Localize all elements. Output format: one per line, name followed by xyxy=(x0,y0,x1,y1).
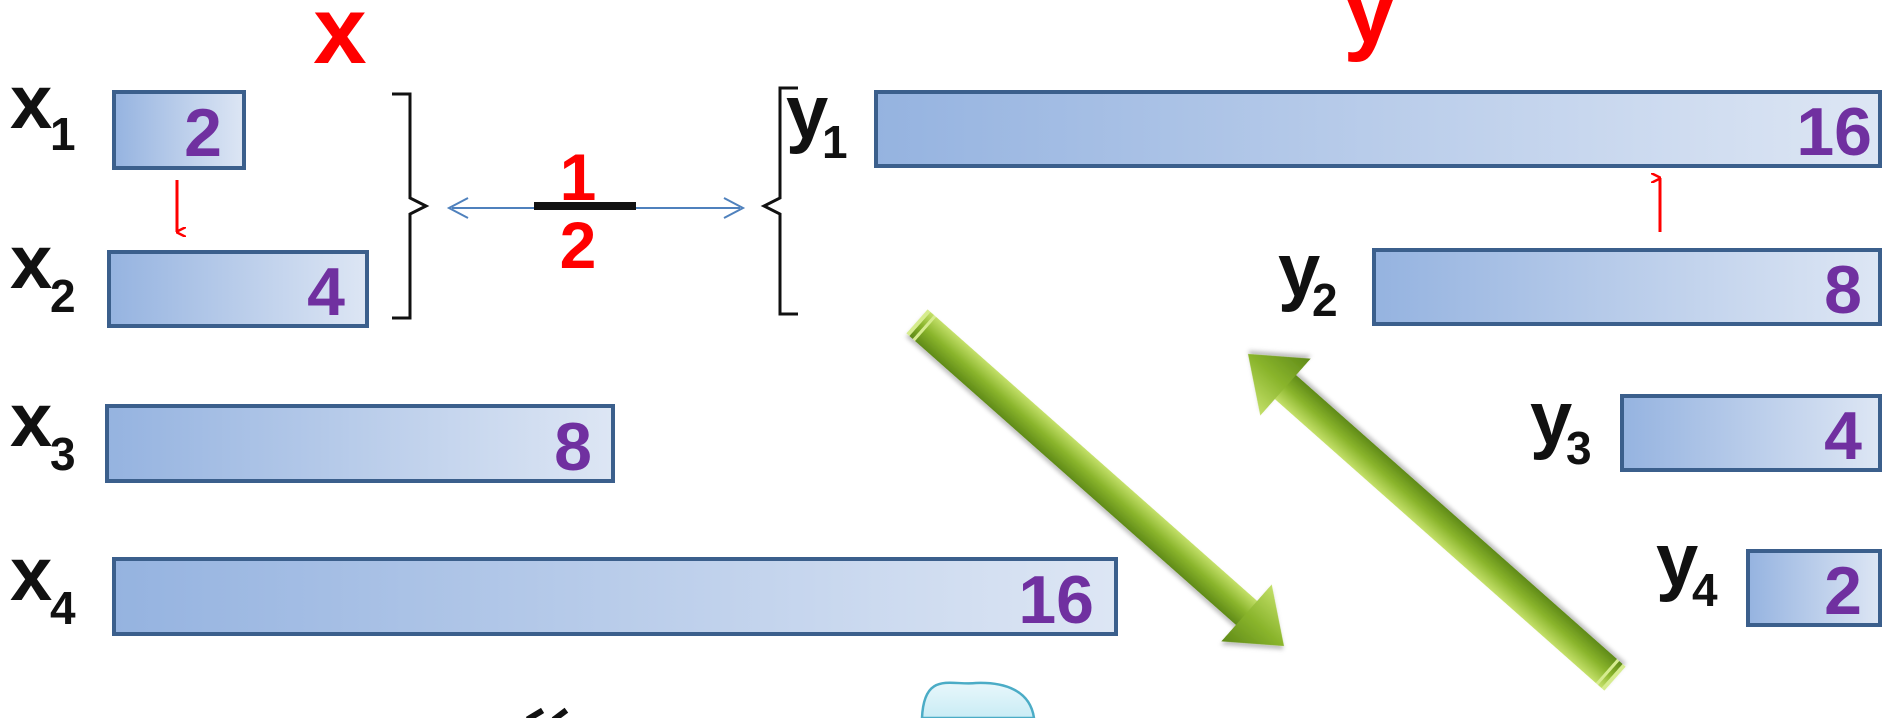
y3-label: y 3 xyxy=(1530,376,1592,474)
x4-bar: 16 xyxy=(112,557,1118,638)
green-arrow-down-right xyxy=(906,309,1284,647)
y-heading: y xyxy=(1343,0,1396,63)
svg-text:1: 1 xyxy=(822,116,848,168)
x3-bar: 8 xyxy=(105,404,615,485)
y1-value: 16 xyxy=(1796,94,1872,170)
svg-text:y: y xyxy=(1278,228,1320,313)
svg-text:y: y xyxy=(786,70,828,155)
fraction-bar xyxy=(534,202,636,210)
ratio-denominator: 2 xyxy=(560,208,597,282)
green-arrow-up-left xyxy=(1248,353,1626,691)
ratio-numerator: 1 xyxy=(560,140,597,214)
partial-bubble-shape xyxy=(920,681,1036,718)
y1-label: y 1 xyxy=(786,70,848,168)
y1-bar: 16 xyxy=(874,90,1882,170)
svg-text:4: 4 xyxy=(50,582,76,634)
y2-label: y 2 xyxy=(1278,228,1338,326)
x3-value: 8 xyxy=(554,409,592,485)
x-heading: x xyxy=(313,0,366,84)
x1-bar: 2 xyxy=(112,90,246,171)
y-bracket xyxy=(760,86,798,316)
x1-value: 2 xyxy=(184,95,222,171)
svg-text:y: y xyxy=(1656,518,1698,603)
x-bracket xyxy=(392,92,430,320)
svg-text:x: x xyxy=(10,60,52,145)
x4-value: 16 xyxy=(1018,562,1094,638)
x2-value: 4 xyxy=(307,254,345,330)
x3-label: x 3 xyxy=(10,378,76,480)
svg-text:x: x xyxy=(10,220,52,305)
y4-bar: 2 xyxy=(1746,549,1882,629)
x2-bar: 4 xyxy=(107,250,369,330)
svg-text:x: x xyxy=(10,378,52,463)
partial-letter-fragment xyxy=(525,707,569,718)
svg-text:2: 2 xyxy=(50,270,76,322)
y3-value: 4 xyxy=(1824,398,1862,474)
svg-text:x: x xyxy=(10,532,52,617)
y2-value: 8 xyxy=(1824,252,1862,328)
y2-bar: 8 xyxy=(1372,248,1882,328)
x2-label: x 2 xyxy=(10,220,76,322)
y4-label: y 4 xyxy=(1656,518,1718,616)
svg-text:2: 2 xyxy=(1312,274,1338,326)
x4-label: x 4 xyxy=(10,532,76,634)
svg-text:3: 3 xyxy=(1566,422,1592,474)
y3-bar: 4 xyxy=(1620,394,1882,474)
svg-text:3: 3 xyxy=(50,428,76,480)
svg-text:4: 4 xyxy=(1692,564,1718,616)
x1-label: x 1 xyxy=(10,60,76,160)
svg-text:1: 1 xyxy=(50,108,76,160)
y4-value: 2 xyxy=(1824,553,1862,629)
svg-text:y: y xyxy=(1530,376,1572,461)
